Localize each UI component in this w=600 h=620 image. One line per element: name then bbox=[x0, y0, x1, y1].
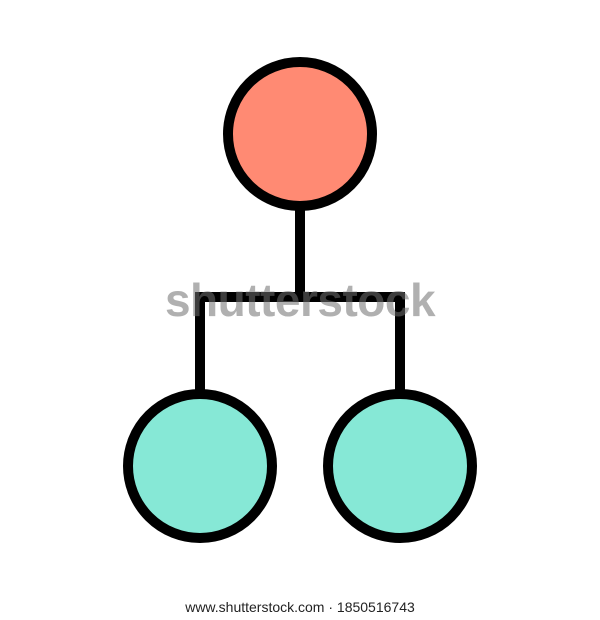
child-node-left bbox=[123, 389, 277, 543]
image-credit: www.shutterstock.com · 1850516743 bbox=[185, 599, 415, 615]
connector-lines bbox=[195, 205, 405, 395]
root-node bbox=[223, 57, 377, 211]
child-node-right bbox=[323, 389, 477, 543]
watermark-text: shutterstock bbox=[165, 274, 436, 326]
